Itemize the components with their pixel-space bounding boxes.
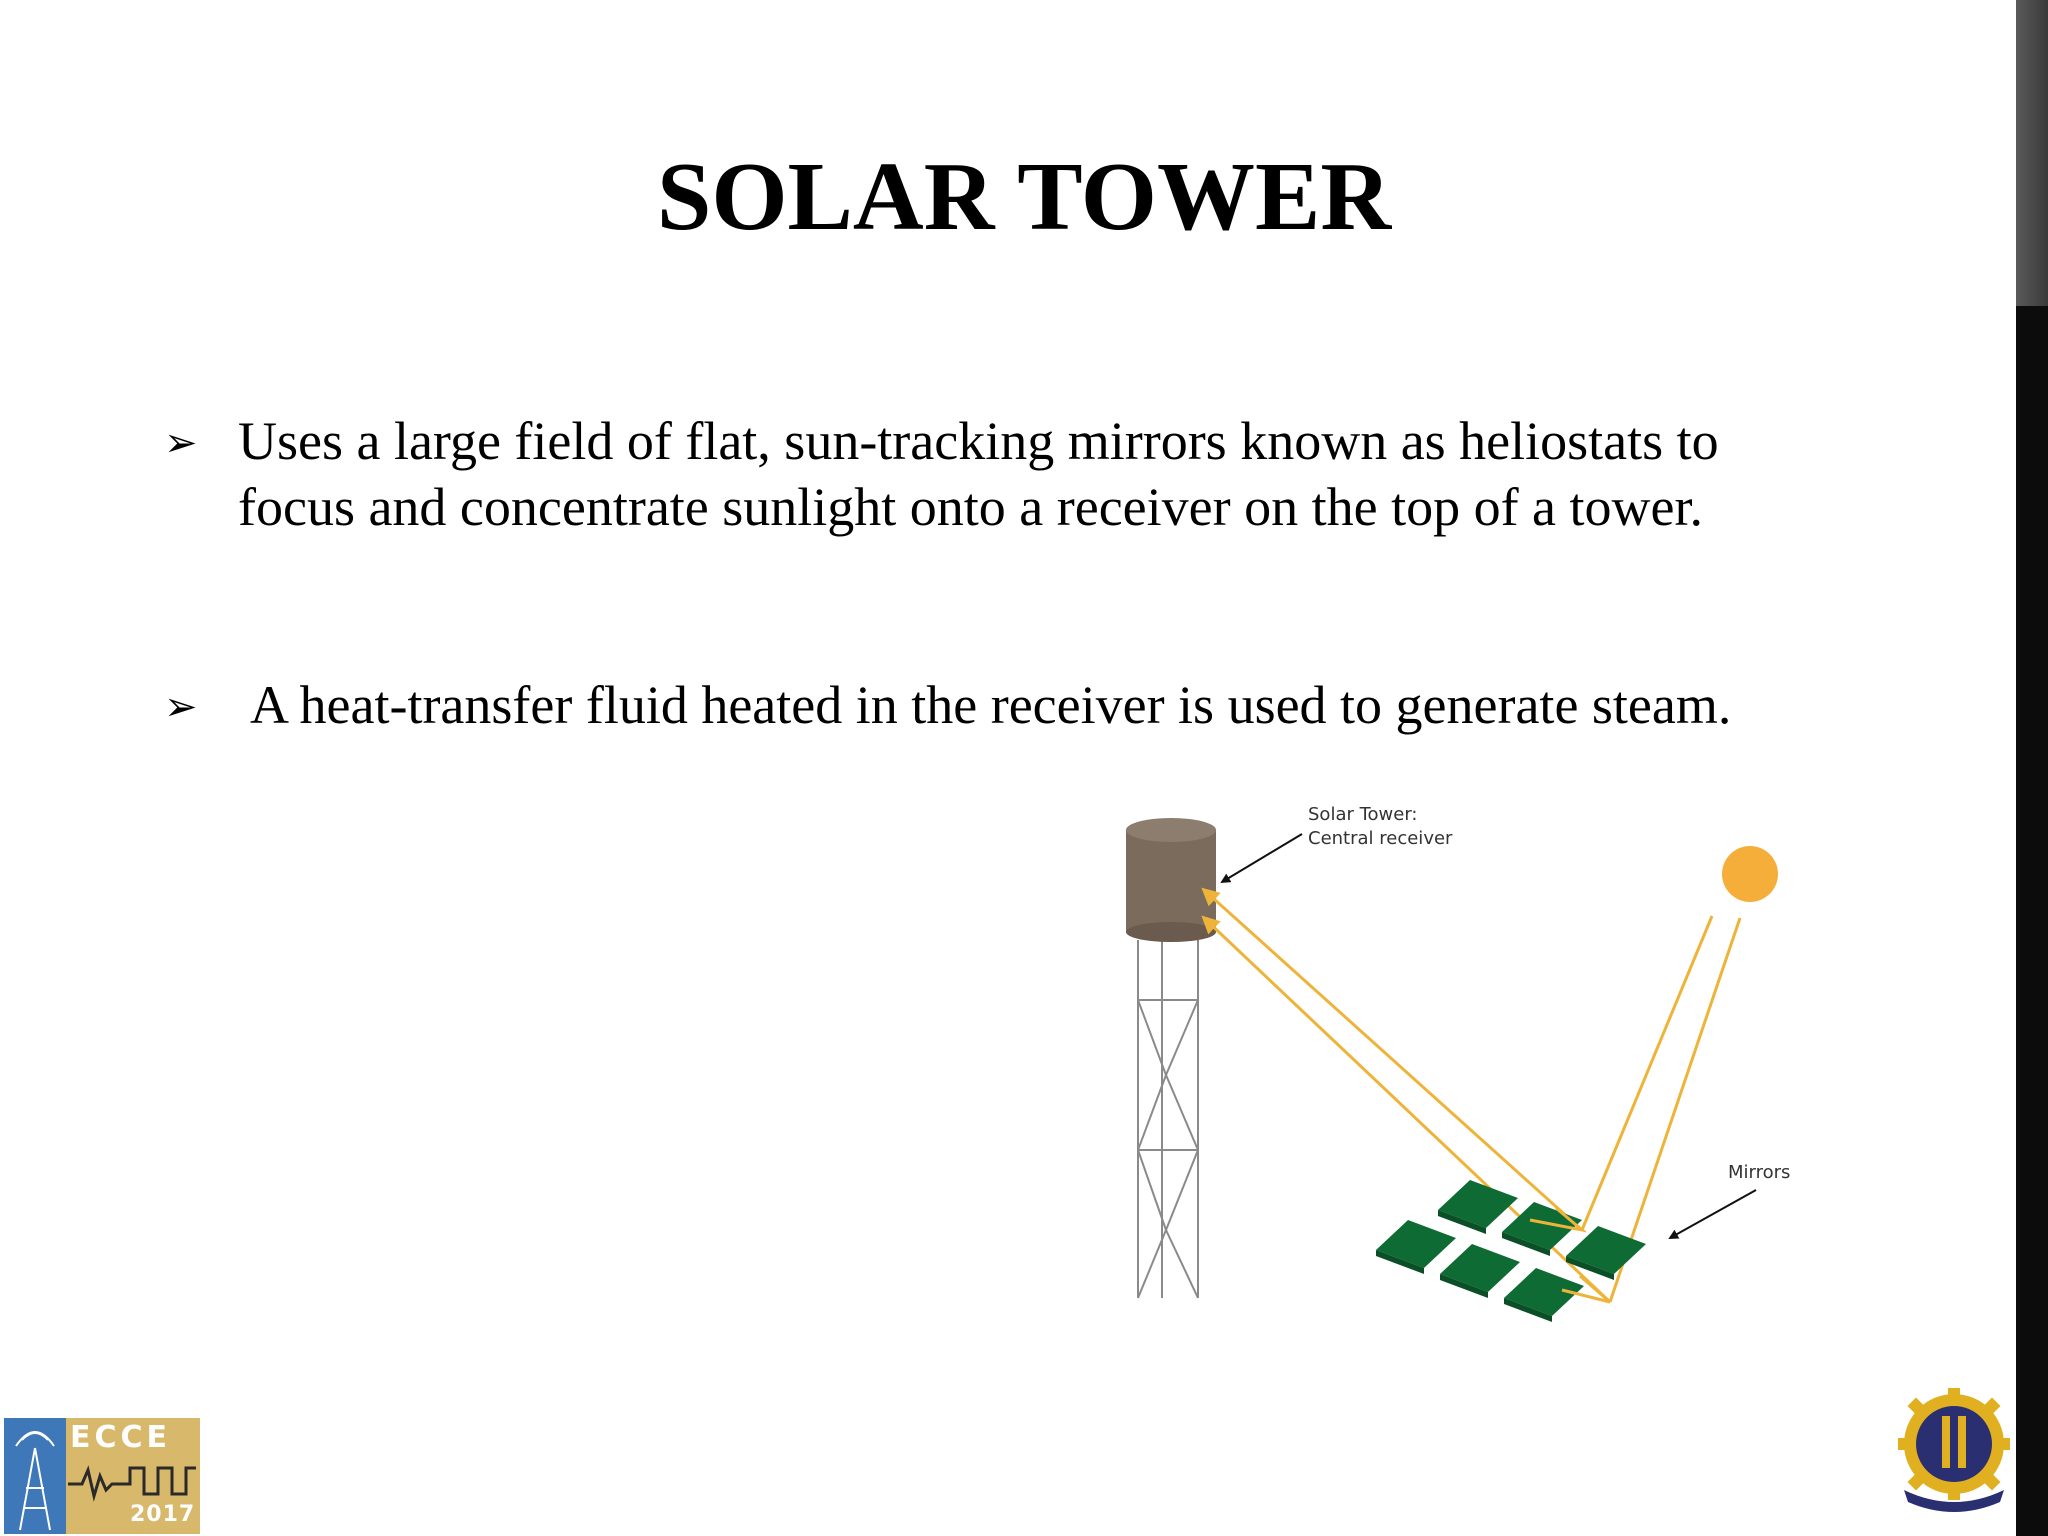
sun-icon <box>1722 846 1778 902</box>
slide-title: SOLAR TOWER <box>656 143 1392 251</box>
bullet-text-1: Uses a large field of flat, sun-tracking… <box>238 411 1719 537</box>
bullet-arrow-icon: ➢ <box>164 420 198 466</box>
bullet-text-2: A heat-transfer fluid heated in the rece… <box>250 675 1732 735</box>
mirrors-label: Mirrors <box>1728 1162 1790 1183</box>
ecce-logo-year: 2017 <box>130 1502 196 1527</box>
ray-reflection-points <box>1529 1206 1611 1304</box>
bullet-arrow-icon: ➢ <box>164 684 198 730</box>
light-rays <box>1201 887 1742 1304</box>
ecce-logo-antenna-panel <box>4 1418 66 1534</box>
university-emblem-logo <box>1898 1388 2010 1512</box>
heliostat-mirrors <box>1376 1180 1646 1322</box>
tower-label-line2: Central receiver <box>1308 828 1453 849</box>
ecce-logo-waveform <box>68 1465 196 1502</box>
tower-label-leader <box>1220 833 1303 884</box>
central-receiver <box>1126 818 1216 942</box>
tower-lattice <box>1137 940 1199 1299</box>
ecce-logo: ECCE 2017 <box>4 1418 200 1534</box>
solar-tower-diagram: Solar Tower: Central receiver <box>1126 804 1790 1322</box>
antenna-tower-icon <box>15 1431 55 1531</box>
tower-label-line1: Solar Tower: <box>1308 804 1418 825</box>
right-edge-bar-top <box>2016 0 2048 306</box>
ecce-logo-text: ECCE <box>70 1420 172 1455</box>
mirrors-label-leader <box>1668 1189 1757 1239</box>
right-edge-bar <box>2016 0 2048 1536</box>
